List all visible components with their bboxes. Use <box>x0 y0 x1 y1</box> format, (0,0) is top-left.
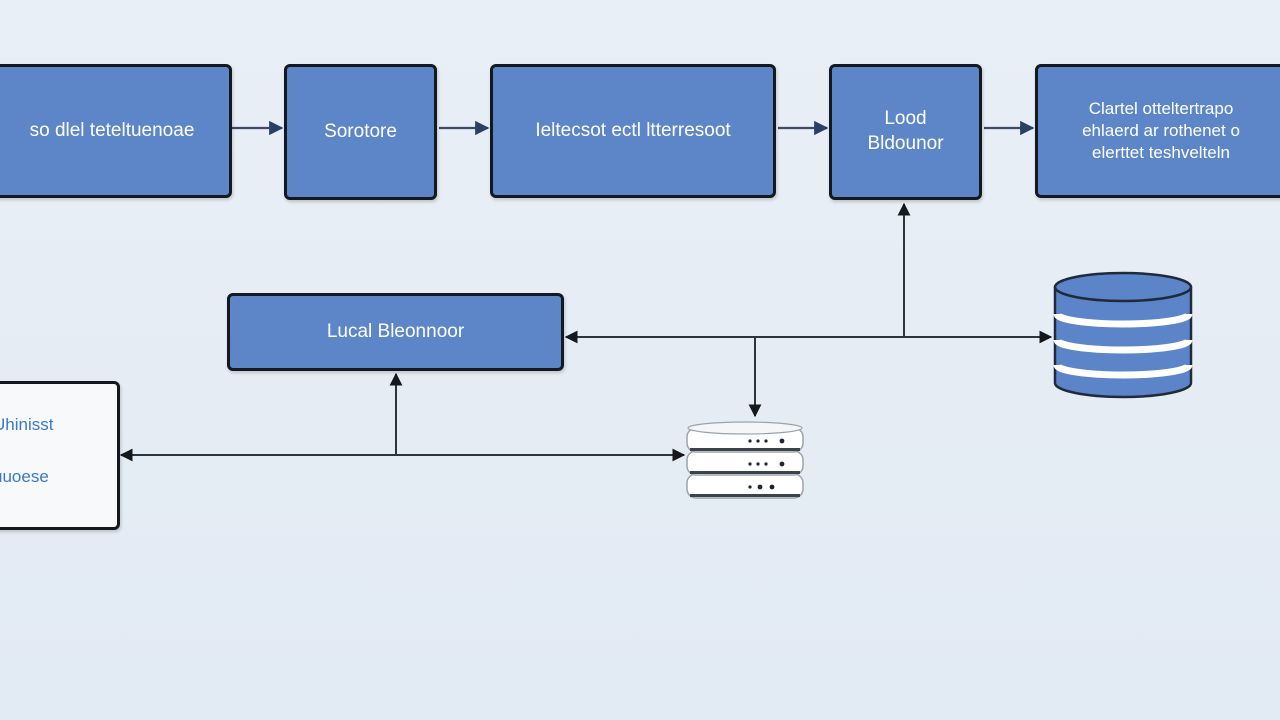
node-box-2: Sorotore <box>284 64 437 200</box>
node-box-1: so dlel teteltuenoae <box>0 64 232 198</box>
node-5-line-3: elerttet teshvelteln <box>1092 143 1230 163</box>
node-5-line-1: Clartel otteltertrapo <box>1088 98 1234 118</box>
node-box-3: Ieltecsot ectl ltterresoot <box>490 64 776 198</box>
server-stack-icon <box>686 421 804 499</box>
node-2-line-1: Sorotore <box>324 120 397 142</box>
node-3-line-1: Ieltecsot ectl ltterresoot <box>535 119 731 141</box>
node-box-4: Lood Bldounor <box>829 64 982 200</box>
node-7-line-1: Uhinisst <box>0 415 54 434</box>
node-7-line-2: uuoese <box>0 467 49 487</box>
node-box-7: Uhinisst uuoese <box>0 381 120 530</box>
node-1-line-1: so dlel teteltuenoae <box>29 119 195 141</box>
node-box-5: Clartel otteltertrapo ehlaerd ar rothene… <box>1035 64 1280 198</box>
node-6-line-1: Lucal Bleonnoor <box>326 320 465 342</box>
database-cylinder-icon <box>1053 271 1193 399</box>
node-4-line-2: Bldounor <box>867 133 944 154</box>
node-4-line-1: Lood <box>884 108 927 130</box>
node-box-6: Lucal Bleonnoor <box>227 293 564 371</box>
node-5-line-2: ehlaerd ar rothenet o <box>1082 120 1240 140</box>
